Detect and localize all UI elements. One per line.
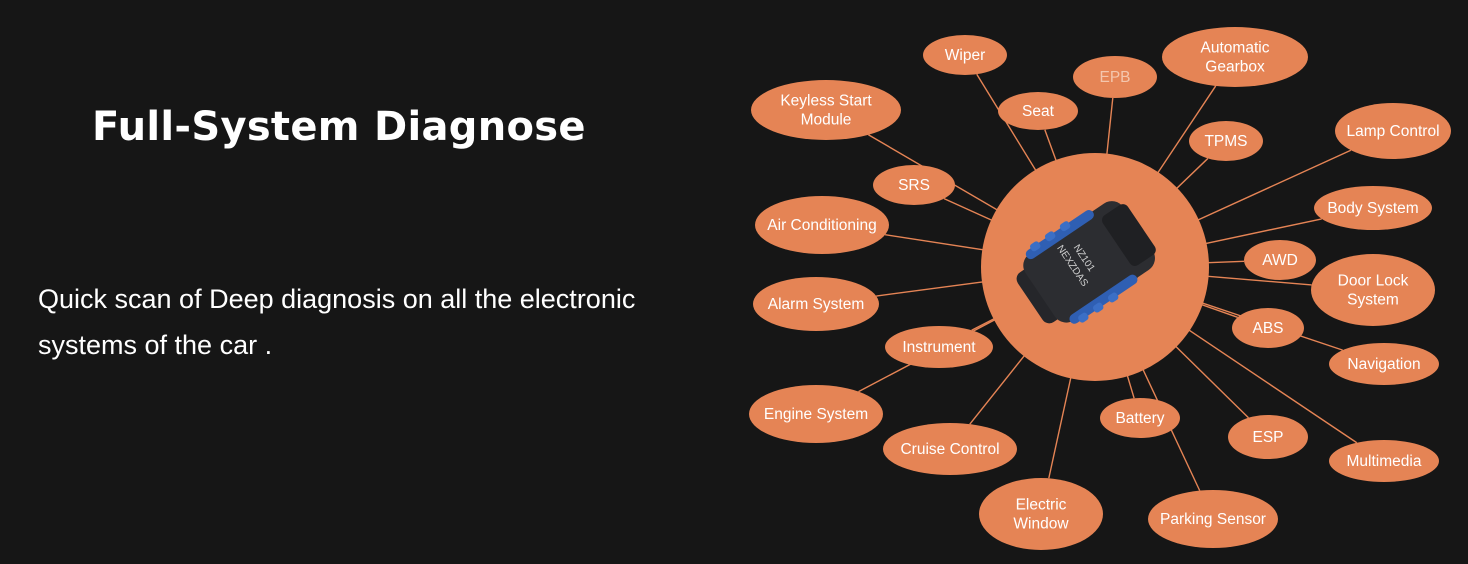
- bubble-shape: [998, 92, 1078, 130]
- bubble-label: Gearbox: [1205, 59, 1265, 76]
- bubble-shape: [749, 385, 883, 443]
- bubble-label: Engine System: [764, 406, 868, 423]
- bubble-shape: [1244, 240, 1316, 280]
- bubble-label: Battery: [1115, 410, 1164, 427]
- bubble-alarm-system: Alarm System: [753, 277, 879, 331]
- bubble-shape: [1189, 121, 1263, 161]
- bubble-shape: [751, 80, 901, 140]
- bubble-shape: [923, 35, 1007, 75]
- bubble-srs: SRS: [873, 165, 955, 205]
- bubble-label: Parking Sensor: [1160, 511, 1266, 528]
- bubble-seat: Seat: [998, 92, 1078, 130]
- bubble-label: Seat: [1022, 103, 1055, 120]
- bubble-label: Multimedia: [1347, 453, 1422, 470]
- bubble-engine-system: Engine System: [749, 385, 883, 443]
- bubble-shape: [1100, 398, 1180, 438]
- bubble-awd: AWD: [1244, 240, 1316, 280]
- description-text: Quick scan of Deep diagnosis on all the …: [38, 284, 636, 360]
- bubble-label: SRS: [898, 177, 930, 194]
- bubble-multimedia: Multimedia: [1329, 440, 1439, 482]
- bubble-navigation: Navigation: [1329, 343, 1439, 385]
- bubble-shape: [873, 165, 955, 205]
- bubble-label: Instrument: [902, 339, 976, 356]
- bubble-shape: [755, 196, 889, 254]
- bubble-shape: [1329, 343, 1439, 385]
- bubble-epb: EPB: [1073, 56, 1157, 98]
- bubble-shape: [1148, 490, 1278, 548]
- bubble-battery: Battery: [1100, 398, 1180, 438]
- bubble-shape: [883, 423, 1017, 475]
- bubble-shape: [1232, 308, 1304, 348]
- bubble-lamp-control: Lamp Control: [1335, 103, 1451, 159]
- bubble-body-system: Body System: [1314, 186, 1432, 230]
- bubble-shape: [979, 478, 1103, 550]
- bubble-parking-sensor: Parking Sensor: [1148, 490, 1278, 548]
- connector-multimedia: [1161, 311, 1358, 444]
- bubble-label: Door Lock: [1338, 273, 1409, 290]
- bubble-shape: [1329, 440, 1439, 482]
- bubble-label: Body System: [1327, 200, 1418, 217]
- bubble-tpms: TPMS: [1189, 121, 1263, 161]
- bubble-shape: [1228, 415, 1308, 459]
- bubble-label: EPB: [1099, 69, 1130, 86]
- bubble-label: Automatic: [1201, 40, 1270, 57]
- bubble-shape: [885, 326, 993, 368]
- bubble-label: Lamp Control: [1346, 123, 1439, 140]
- bubble-label: Air Conditioning: [767, 217, 876, 234]
- bubble-label: Cruise Control: [900, 441, 999, 458]
- bubble-shape: [1311, 254, 1435, 326]
- bubble-label: Keyless Start: [780, 93, 872, 110]
- bubble-shape: [1335, 103, 1451, 159]
- page-title: Full-System Diagnose: [92, 104, 586, 150]
- bubble-air-conditioning: Air Conditioning: [755, 196, 889, 254]
- bubble-instrument: Instrument: [885, 326, 993, 368]
- bubble-label: Wiper: [945, 47, 985, 64]
- bubble-shape: [1162, 27, 1308, 87]
- bubble-label: Module: [801, 112, 852, 129]
- bubble-abs: ABS: [1232, 308, 1304, 348]
- bubble-shape: [1073, 56, 1157, 98]
- bubble-label: AWD: [1262, 252, 1298, 269]
- bubble-label: System: [1347, 292, 1399, 309]
- bubble-label: TPMS: [1204, 133, 1247, 150]
- obd-scanner-icon: NEXZDAS NZ101: [1016, 201, 1156, 324]
- bubble-label: Alarm System: [768, 296, 864, 313]
- bubble-label: Window: [1013, 516, 1069, 533]
- bubble-shape: [1314, 186, 1432, 230]
- bubble-cruise-control: Cruise Control: [883, 423, 1017, 475]
- bubble-esp: ESP: [1228, 415, 1308, 459]
- bubble-shape: [753, 277, 879, 331]
- bubble-label: Navigation: [1347, 356, 1420, 373]
- bubble-label: ESP: [1252, 429, 1283, 446]
- bubble-label: ABS: [1252, 320, 1283, 337]
- bubble-label: Electric: [1016, 497, 1067, 514]
- bubble-wiper: Wiper: [923, 35, 1007, 75]
